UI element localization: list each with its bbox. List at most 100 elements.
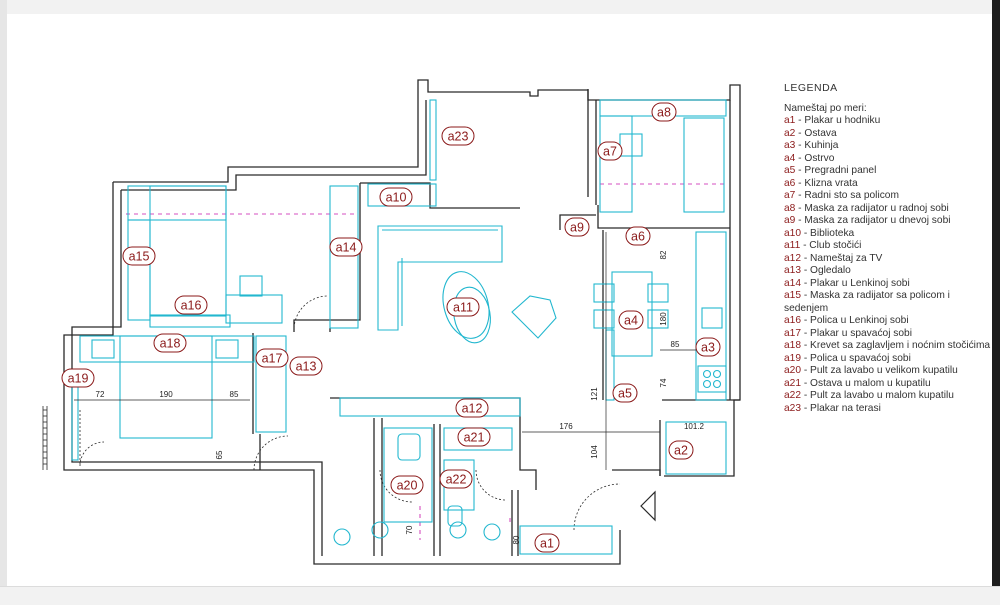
legend-item: a14 - Plakar u Lenkinoj sobi <box>784 278 994 291</box>
legend-title: LEGENDA <box>784 82 838 94</box>
tag-a23: a23 <box>441 126 475 146</box>
tag-label: a7 <box>603 145 617 159</box>
legend-item: a6 - Klizna vrata <box>784 178 994 191</box>
tag-label: a11 <box>453 301 473 315</box>
tag-a4: a4 <box>618 310 644 330</box>
tag-a5: a5 <box>612 383 638 403</box>
legend-item: a18 - Krevet sa zaglavljem i noćnim stoč… <box>784 340 994 353</box>
dimension-label: 104 <box>590 445 599 459</box>
dimension-label: 80 <box>512 535 521 544</box>
legend-item-code: a8 <box>784 202 796 214</box>
legend-item: a20 - Pult za lavabo u velikom kupatilu <box>784 365 994 378</box>
dimension-label: 176 <box>559 422 573 431</box>
tag-label: a16 <box>181 299 202 313</box>
legend-item: a13 - Ogledalo <box>784 265 994 278</box>
legend-item-code: a6 <box>784 177 796 189</box>
legend-item-code: a19 <box>784 352 801 364</box>
legend-item: a5 - Pregradni panel <box>784 165 994 178</box>
legend-item-text: - Polica u spavaćoj sobi <box>801 352 911 364</box>
legend-item-text: - Maska za radijator sa policom i sedenj… <box>784 290 950 314</box>
tag-label: a18 <box>160 337 181 351</box>
tag-a2: a2 <box>668 440 694 460</box>
legend-item-text: - Maska za radijator u radnoj sobi <box>795 202 949 214</box>
tag-label: a23 <box>448 130 469 144</box>
legend-item-text: - Pregradni panel <box>795 165 877 176</box>
tag-a13: a13 <box>289 356 323 376</box>
radiator-lines <box>126 183 724 540</box>
dimension-label: 82 <box>659 250 668 259</box>
legend-item-code: a11 <box>784 240 801 251</box>
tag-label: a5 <box>618 387 632 401</box>
legend-item-code: a18 <box>784 340 801 351</box>
tag-label: a20 <box>397 479 418 493</box>
legend-item-text: - Plakar u Lenkinoj sobi <box>801 277 910 289</box>
window-hatch <box>42 406 48 470</box>
legend-item-text: - Radni sto sa policom <box>795 190 899 201</box>
tag-a3: a3 <box>695 337 721 357</box>
legend-item-text: - Club stočići <box>800 240 862 251</box>
legend-item-code: a3 <box>784 140 796 151</box>
dimension-lines <box>74 232 696 470</box>
legend-item: a21 - Ostava u malom u kupatilu <box>784 378 994 391</box>
tag-label: a1 <box>540 537 554 551</box>
dimension-label: 180 <box>659 312 668 326</box>
legend-item-code: a4 <box>784 152 796 164</box>
legend-item: a10 - Biblioteka <box>784 228 994 241</box>
legend-item: a17 - Plakar u spavaćoj sobi <box>784 328 994 341</box>
tag-label: a19 <box>68 372 89 386</box>
legend-item-code: a10 <box>784 227 801 239</box>
legend-item-code: a5 <box>784 165 796 176</box>
legend-item-text: - Pult za lavabo u malom kupatilu <box>801 390 954 401</box>
tag-label: a9 <box>570 221 584 235</box>
legend-item-code: a2 <box>784 127 796 139</box>
tag-label: a10 <box>386 191 407 205</box>
tag-a20: a20 <box>390 475 424 495</box>
tag-a15: a15 <box>122 246 156 266</box>
dimension-label: 101.2 <box>684 422 705 431</box>
tag-a10: a10 <box>379 187 413 207</box>
legend-item-text: - Biblioteka <box>801 227 855 239</box>
dimension-label: 70 <box>405 525 414 534</box>
legend-subtitle: Nameštaj po meri: <box>784 102 867 114</box>
legend-item-code: a17 <box>784 327 801 339</box>
tag-label: a4 <box>624 314 638 328</box>
furniture-tags: a23a8a7a10a9a6a15a14a11a16a4a3a18a17a13a… <box>61 102 721 553</box>
legend-item-text: - Nameštaj za TV <box>801 252 883 264</box>
tag-label: a12 <box>462 402 483 416</box>
tag-a7: a7 <box>597 141 623 161</box>
legend-item: a11 - Club stočići <box>784 240 994 253</box>
dimension-label: 121 <box>590 387 599 401</box>
tag-a18: a18 <box>153 333 187 353</box>
tag-a16: a16 <box>174 295 208 315</box>
legend-item-text: - Krevet sa zaglavljem i noćnim stočićim… <box>801 340 991 351</box>
legend-item-text: - Polica u Lenkinoj sobi <box>801 315 909 326</box>
legend-item-code: a13 <box>784 265 801 276</box>
tag-a14: a14 <box>329 237 363 257</box>
legend-item-text: - Klizna vrata <box>795 177 858 189</box>
tag-a9: a9 <box>564 217 590 237</box>
tag-label: a2 <box>674 444 688 458</box>
dimension-label: 85 <box>671 340 680 349</box>
legend-item-text: - Ogledalo <box>801 265 851 276</box>
legend-item: a23 - Plakar na terasi <box>784 403 994 416</box>
tag-label: a8 <box>657 106 671 120</box>
legend-item: a9 - Maska za radijator u dnevoj sobi <box>784 215 994 228</box>
legend-item-code: a22 <box>784 390 801 401</box>
legend-item-text: - Kuhinja <box>795 140 839 151</box>
legend-item-code: a12 <box>784 252 801 264</box>
tag-a8: a8 <box>651 102 677 122</box>
legend-item-text: - Ostava u malom u kupatilu <box>801 377 931 389</box>
tag-label: a21 <box>464 431 485 445</box>
legend-item-code: a23 <box>784 402 801 414</box>
legend-item: a19 - Polica u spavaćoj sobi <box>784 353 994 366</box>
furniture <box>71 99 727 555</box>
tag-a17: a17 <box>255 348 289 368</box>
legend-item: a15 - Maska za radijator sa policom i se… <box>784 290 994 315</box>
legend-item: a12 - Nameštaj za TV <box>784 253 994 266</box>
legend-item: a16 - Polica u Lenkinoj sobi <box>784 315 994 328</box>
entrance-arrow-icon <box>640 490 656 522</box>
legend-item-code: a1 <box>784 115 796 126</box>
legend-item-code: a9 <box>784 215 796 226</box>
